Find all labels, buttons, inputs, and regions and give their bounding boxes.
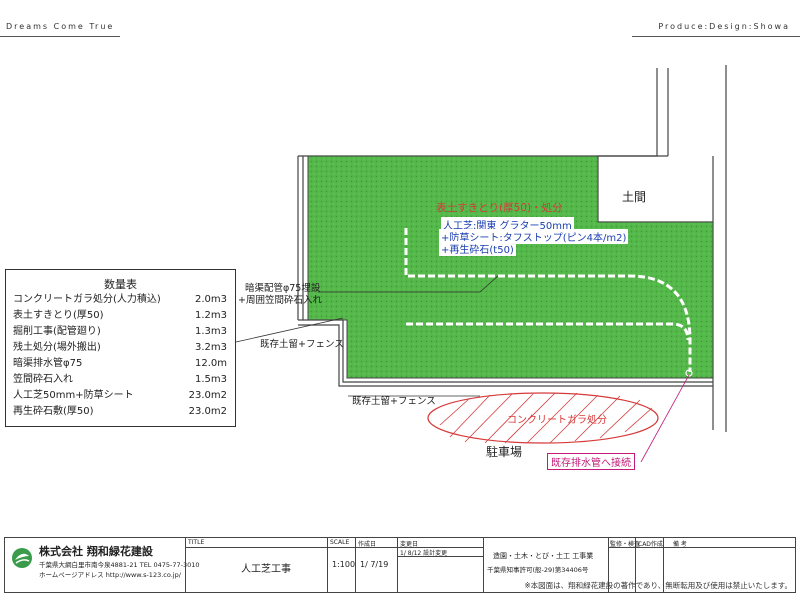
concrete-area xyxy=(427,392,659,444)
table-row: 笠間砕石入れ 1.5m3 xyxy=(13,372,227,388)
row-value: 1.2m3 xyxy=(194,310,227,321)
connect-note: 既存排水管へ接続 xyxy=(547,453,635,470)
table-row: 人工芝50mm+防草シート 23.0m2 xyxy=(13,388,227,404)
row-name: コンクリートガラ処分(人力積込) xyxy=(13,294,161,305)
header-rule-left xyxy=(0,36,120,37)
row-value: 3.2m3 xyxy=(194,342,227,353)
header-tagline-left: Dreams Come True xyxy=(6,22,115,31)
retaining-note-1: 既存土留+フェンス xyxy=(260,339,344,350)
pipe-note-line2: +周囲笠間砕石入れ xyxy=(238,295,322,306)
date-header: 作成日 xyxy=(358,541,377,548)
row-value: 1.3m3 xyxy=(194,326,227,337)
company-address: 千葉県大網白里市南今泉4881-21 TEL 0475-77-3010 xyxy=(39,561,200,569)
quantity-table: 数量表 コンクリートガラ処分(人力積込) 2.0m3 表土すきとり(厚50) 1… xyxy=(5,269,236,427)
concrete-note: コンクリートガラ処分 xyxy=(507,415,607,426)
header-tagline-right: Produce:Design:Showa xyxy=(658,22,790,31)
row-name: 笠間砕石入れ xyxy=(13,374,73,385)
row-value: 1.5m3 xyxy=(194,374,227,385)
drawing-title: 人工芝工事 xyxy=(241,564,291,575)
table-row: 表土すきとり(厚50) 1.2m3 xyxy=(13,308,227,324)
table-row: 掘削工事(配管廻り) 1.3m3 xyxy=(13,324,227,340)
title-header: TITLE xyxy=(188,539,205,546)
check-header: 監修・検査 xyxy=(610,541,641,548)
table-row: 再生砕石敷(厚50) 23.0m2 xyxy=(13,404,227,420)
turf-spec-line1: 人工芝:関東 グラター50mm xyxy=(441,217,574,232)
retaining-wall xyxy=(298,319,713,387)
row-value: 23.0m2 xyxy=(188,406,227,417)
table-row: 暗渠排水管φ75 12.0m xyxy=(13,356,227,372)
cad-header: CAD作成 xyxy=(638,541,663,548)
row-name: 掘削工事(配管廻り) xyxy=(13,326,101,337)
date-value: 1/ 7/19 xyxy=(360,560,389,569)
revision-value: 1/ 8/12 設計変更 xyxy=(400,550,448,557)
doma-label: 土間 xyxy=(622,190,647,204)
row-value: 12.0m xyxy=(194,358,227,369)
company-website: ホームページアドレス http://www.s-123.co.jp/ xyxy=(39,571,181,579)
scale-header: SCALE xyxy=(330,539,350,546)
title-block: 株式会社 翔和緑花建設 千葉県大網白里市南今泉4881-21 TEL 0475-… xyxy=(4,537,796,593)
quantity-table-title: 数量表 xyxy=(104,278,137,291)
remarks-header: 備 考 xyxy=(673,541,687,548)
row-name: 表土すきとり(厚50) xyxy=(13,310,104,321)
company-name: 株式会社 翔和緑花建設 xyxy=(39,545,153,558)
parking-label: 駐車場 xyxy=(486,445,523,459)
license-line-2: 千葉県知事許可(般-29)第34406号 xyxy=(487,566,589,574)
license-line-1: 造園・土木・とび・土工 工事業 xyxy=(493,552,594,560)
row-value: 23.0m2 xyxy=(188,390,227,401)
site-plan xyxy=(235,65,727,463)
topsoil-note: 表土すきとり(厚50)・処分 xyxy=(436,202,563,214)
retaining-note-2: 既存土留+フェンス xyxy=(352,396,436,407)
row-name: 人工芝50mm+防草シート xyxy=(13,390,134,401)
drain-pipe xyxy=(404,228,692,372)
table-row: コンクリートガラ処分(人力積込) 2.0m3 xyxy=(13,292,227,308)
row-name: 暗渠排水管φ75 xyxy=(13,358,83,369)
copyright-footnote: ※本図面は、翔和緑花建設の著作であり、無断転用及び使用は禁止いたします。 xyxy=(524,581,792,590)
company-logo-icon xyxy=(12,548,32,568)
table-row: 残土処分(場外搬出) 3.2m3 xyxy=(13,340,227,356)
scale-value: 1:100 xyxy=(332,560,356,569)
drain-outlet xyxy=(685,369,693,377)
revision-header: 変更日 xyxy=(400,541,419,548)
row-name: 残土処分(場外搬出) xyxy=(13,342,101,353)
turf-area xyxy=(307,155,714,379)
pipe-note-line1: 暗渠配管φ75埋設 xyxy=(245,283,321,294)
row-value: 2.0m3 xyxy=(194,294,227,305)
header-rule-right xyxy=(632,36,800,37)
turf-spec-line2: +防草シート:タフストップ(ピン4本/m2) xyxy=(439,229,629,244)
turf-spec-line3: +再生砕石(t50) xyxy=(439,241,516,256)
leader-lines xyxy=(235,275,690,463)
row-name: 再生砕石敷(厚50) xyxy=(13,406,94,417)
